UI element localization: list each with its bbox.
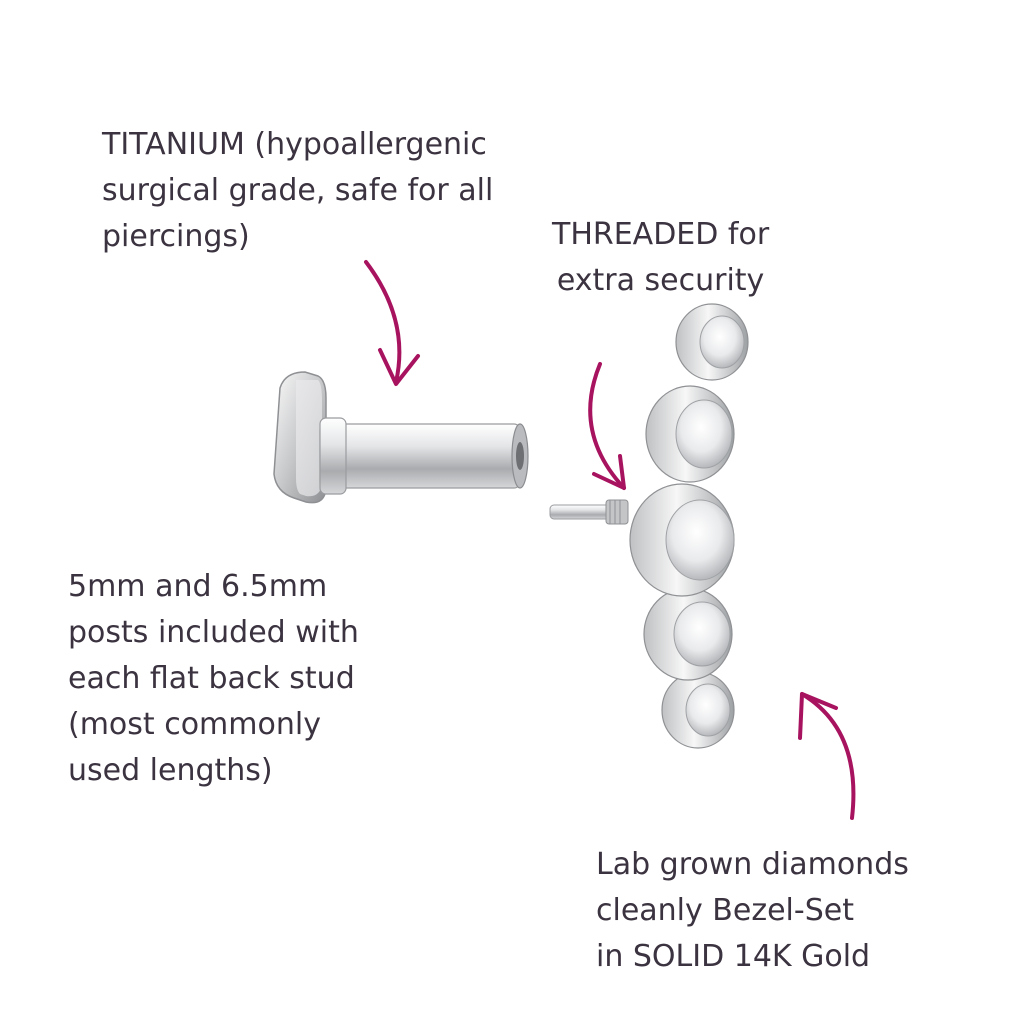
annotation-threaded: THREADED for extra security (552, 212, 769, 304)
arrow-diamonds-head-icon (798, 692, 838, 740)
annotation-line: surgical grade, safe for all (102, 173, 494, 208)
annotation-line: cleanly Bezel-Set (596, 893, 854, 928)
annotation-line: each flat back stud (68, 661, 355, 696)
annotation-line: 5mm and 6.5mm (68, 569, 328, 604)
arrow-diamonds-icon (800, 692, 856, 820)
annotation-posts: 5mm and 6.5mm posts included with each f… (68, 564, 359, 794)
annotation-titanium: TITANIUM (hypoallergenic surgical grade,… (102, 122, 493, 260)
annotation-line: in SOLID 14K Gold (596, 939, 871, 974)
annotation-line: posts included with (68, 615, 359, 650)
annotation-line: TITANIUM (hypoallergenic (102, 127, 487, 162)
annotation-line: piercings) (102, 219, 250, 254)
annotation-line: (most commonly (68, 707, 321, 742)
flat-back-disc (273, 371, 327, 504)
threaded-post (319, 417, 529, 495)
diamond-cluster (629, 303, 749, 749)
annotation-line: Lab grown diamonds (596, 847, 909, 882)
annotation-line: used lengths) (68, 753, 273, 788)
annotation-diamonds: Lab grown diamonds cleanly Bezel-Set in … (596, 842, 909, 980)
arrow-threaded-head-icon (592, 454, 626, 490)
annotation-line: THREADED for (552, 217, 770, 252)
annotation-line: extra security (556, 263, 765, 298)
arrow-titanium-head-icon (378, 348, 420, 386)
arrow-titanium-icon (364, 260, 402, 384)
threaded-pin (549, 499, 629, 525)
arrow-threaded-icon (588, 362, 626, 490)
